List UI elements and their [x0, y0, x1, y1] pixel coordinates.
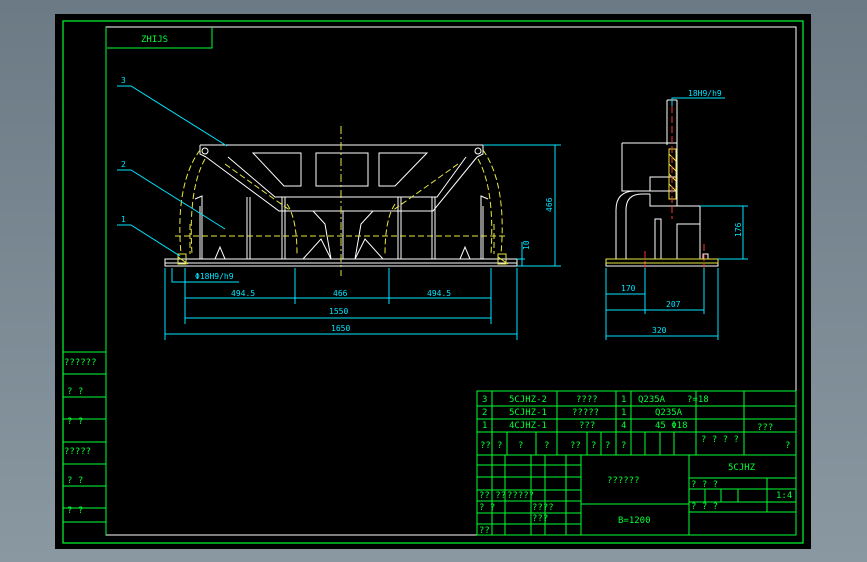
left-col-label-5: ? ? — [67, 476, 83, 486]
parts-header-7: ? — [605, 441, 610, 451]
title-block-drawing-no: 5CJHZ — [728, 463, 756, 473]
parts-row-1-material: Q235A — [638, 395, 666, 405]
left-col-label-3: ? ? — [67, 417, 83, 427]
title-small-1: ?? ?? — [479, 491, 506, 501]
parts-header-11: ? — [785, 441, 790, 451]
dim-176: 176 — [734, 222, 743, 237]
dim-466-vertical: 466 — [545, 197, 554, 212]
callout-1: 1 — [121, 215, 126, 224]
parts-header-8: ? — [621, 441, 626, 451]
parts-row-2-code: 5CJHZ-1 — [509, 408, 547, 418]
title-small-2: ????? — [507, 491, 534, 501]
side-view — [605, 99, 719, 284]
left-col-label-2: ? ? — [67, 387, 83, 397]
parts-row-1-name: ???? — [576, 395, 598, 405]
left-col-label-4: ????? — [64, 447, 91, 457]
front-view — [164, 126, 518, 276]
title-block-scale: 1:4 — [776, 491, 792, 501]
title-small-3: ? ? — [479, 503, 495, 513]
cad-viewport[interactable]: ZHIJS ?????? ? ? ? ? ????? ? ? ? ? — [55, 14, 811, 549]
callout-2: 2 — [121, 160, 126, 169]
title-small-6: ?? — [479, 526, 490, 536]
parts-row-2-no: 2 — [482, 408, 487, 418]
dim-494-right: 494.5 — [427, 289, 451, 298]
fit-side: 18H9/h9 — [688, 89, 722, 98]
parts-list: 3 5CJHZ-2 ???? 1 Q235A ?=18 2 5CJHZ-1 ??… — [476, 390, 797, 536]
parts-row-2-material: Q235A — [655, 408, 683, 418]
left-col-label-1: ?????? — [64, 358, 97, 368]
callouts: 3 2 1 — [117, 76, 228, 257]
title-small-4: ???? — [532, 503, 554, 513]
dim-466-mid: 466 — [333, 289, 348, 298]
parts-header-1: ?? — [480, 441, 491, 451]
left-col-label-6: ? ? — [67, 506, 83, 516]
parts-header-2: ? — [497, 441, 502, 451]
outer-frame — [62, 20, 804, 544]
dim-207: 207 — [666, 300, 681, 309]
parts-row-2-qty: 1 — [621, 408, 626, 418]
title-small-5: ??? — [532, 514, 548, 524]
title-block: ?????? 5CJHZ B=1200 1:4 ?? ?? ????? ? ? … — [476, 455, 796, 536]
title-block-scale-label: B=1200 — [618, 516, 651, 526]
parts-row-1-code: 5CJHZ-2 — [509, 395, 547, 405]
side-dimensions: 18H9/h9 176 170 207 320 — [605, 89, 748, 340]
fit-front: Φ18H9/h9 — [195, 272, 234, 281]
parts-header-4: ? — [544, 441, 549, 451]
parts-header-5: ?? — [570, 441, 581, 451]
cad-drawing[interactable]: ZHIJS ?????? ? ? ? ? ????? ? ? ? ? — [55, 14, 811, 549]
front-dimensions: Φ18H9/h9 494.5 466 494.5 1550 1650 466 1… — [164, 144, 561, 340]
parts-row-3-code: 4CJHZ-1 — [509, 421, 547, 431]
parts-row-3-no: 1 — [482, 421, 487, 431]
parts-header-9: ? ? ? ? — [701, 435, 739, 445]
parts-row-3-material: 45 Φ18 — [655, 421, 688, 431]
title-label-box — [107, 27, 213, 49]
title-label: ZHIJS — [141, 35, 168, 45]
parts-row-1-no: 3 — [482, 395, 487, 405]
parts-row-1-qty: 1 — [621, 395, 626, 405]
title-small-8: ? ? ? — [691, 502, 718, 512]
parts-header-6: ? — [591, 441, 596, 451]
inner-frame — [105, 26, 797, 536]
title-block-name: ?????? — [607, 476, 640, 486]
callout-3: 3 — [121, 76, 126, 85]
dim-1650: 1650 — [331, 324, 350, 333]
dim-1550: 1550 — [329, 307, 348, 316]
parts-header-3: ? — [518, 441, 523, 451]
parts-row-2-name: ????? — [572, 408, 599, 418]
dim-10: 10 — [522, 240, 531, 250]
parts-row-1-mass: ?=18 — [687, 395, 709, 405]
dim-170: 170 — [621, 284, 636, 293]
parts-row-3-name: ??? — [579, 421, 595, 431]
title-small-7: ? ? ? — [691, 480, 718, 490]
left-column: ?????? ? ? ? ? ????? ? ? ? ? — [63, 351, 106, 523]
dim-320: 320 — [652, 326, 667, 335]
parts-row-3-qty: 4 — [621, 421, 626, 431]
parts-header-10: ??? — [757, 423, 773, 433]
dim-494-left: 494.5 — [231, 289, 255, 298]
